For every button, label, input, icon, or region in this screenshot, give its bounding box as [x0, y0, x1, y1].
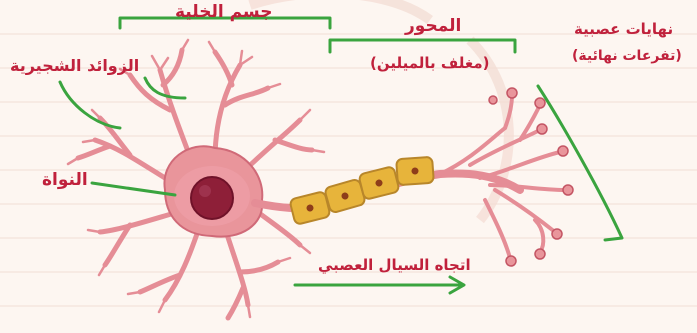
nucleus-label: النواة [42, 170, 88, 190]
nucleus-highlight [199, 185, 211, 197]
myelin-segment [289, 191, 330, 225]
myelin-segment [396, 157, 434, 185]
myelin-segment [358, 166, 399, 200]
cell-body-label: جسم الخلية [175, 2, 272, 22]
axon-label: المحور [405, 16, 461, 36]
terminals-label: نهايات عصبية [574, 20, 673, 38]
terminals-bracket [538, 86, 622, 240]
terminals-sublabel: (تفرعات نهائية) [572, 48, 682, 64]
axon-bracket [330, 40, 515, 52]
impulse-direction-label: اتجاه السيال العصبي [318, 256, 471, 274]
nucleus-pointer [92, 183, 175, 195]
dendrites-pointer-2 [60, 82, 120, 128]
dendrites-label: الزوائد الشجيرية [10, 56, 139, 75]
nucleus [191, 177, 233, 219]
myelin-sheath [289, 157, 433, 225]
myelin-label: (مغلف بالميلين) [370, 54, 490, 72]
